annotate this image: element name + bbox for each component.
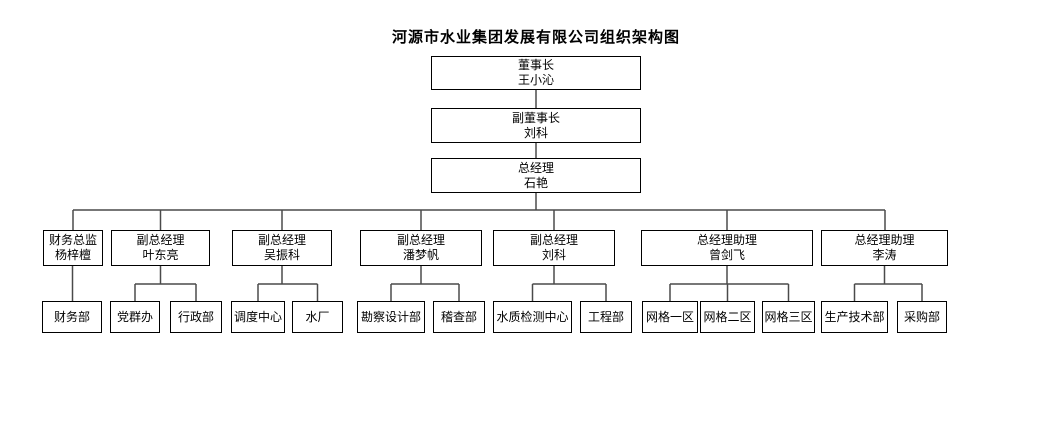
- org-node-admin-dept: 行政部: [170, 301, 222, 333]
- node-title: 财务总监: [48, 233, 97, 247]
- node-title: 副总经理: [257, 233, 306, 247]
- node-title: 副总经理: [529, 233, 578, 247]
- node-title: 网格二区: [703, 309, 752, 324]
- org-node-party-office: 党群办: [110, 301, 160, 333]
- org-node-deputy-gm-1: 副总经理 叶东亮: [111, 230, 210, 266]
- node-name: 吴振科: [263, 248, 300, 262]
- org-node-water-quality-center: 水质检测中心: [493, 301, 572, 333]
- org-node-deputy-gm-2: 副总经理 吴振科: [232, 230, 332, 266]
- org-node-production-tech-dept: 生产技术部: [821, 301, 888, 333]
- node-title: 调度中心: [233, 309, 282, 324]
- org-node-vice-chairman: 副董事长 刘科: [431, 108, 641, 143]
- node-title: 财务部: [53, 309, 90, 324]
- org-node-cfo: 财务总监 杨梓檀: [43, 230, 103, 266]
- org-node-grid-zone-1: 网格一区: [642, 301, 698, 333]
- node-name: 曾剑飞: [708, 248, 745, 262]
- node-name: 石艳: [523, 175, 548, 190]
- node-name: 杨梓檀: [54, 248, 91, 262]
- org-node-general-manager: 总经理 石艳: [431, 158, 641, 193]
- node-title: 董事长: [517, 58, 554, 72]
- org-node-engineering-dept: 工程部: [580, 301, 632, 333]
- org-node-water-plant: 水厂: [292, 301, 343, 333]
- node-title: 网格一区: [645, 309, 694, 324]
- org-node-finance-dept: 财务部: [42, 301, 102, 333]
- node-title: 勘察设计部: [360, 309, 421, 324]
- node-title: 稽查部: [440, 309, 477, 324]
- org-node-deputy-gm-3: 副总经理 潘梦帆: [360, 230, 482, 266]
- org-node-inspection-dept: 稽查部: [433, 301, 485, 333]
- node-title: 总经理助理: [696, 233, 757, 247]
- org-node-deputy-gm-4: 副总经理 刘科: [493, 230, 615, 266]
- node-title: 总经理助理: [854, 233, 915, 247]
- node-title: 水质检测中心: [496, 309, 569, 324]
- node-name: 李涛: [872, 248, 897, 262]
- org-node-procurement-dept: 采购部: [897, 301, 947, 333]
- node-title: 采购部: [903, 309, 940, 324]
- org-node-grid-zone-3: 网格三区: [762, 301, 815, 333]
- node-name: 刘科: [523, 125, 548, 140]
- node-title: 网格三区: [764, 309, 813, 324]
- org-node-survey-design-dept: 勘察设计部: [357, 301, 425, 333]
- node-name: 叶东亮: [142, 248, 179, 262]
- org-node-chairman: 董事长 王小沁: [431, 56, 641, 90]
- org-node-dispatch-center: 调度中心: [231, 301, 285, 333]
- chart-title: 河源市水业集团发展有限公司组织架构图: [391, 28, 680, 46]
- node-title: 总经理: [517, 160, 554, 175]
- node-title: 生产技术部: [824, 309, 885, 324]
- node-title: 党群办: [116, 309, 153, 324]
- node-name: 潘梦帆: [402, 248, 439, 262]
- org-node-grid-zone-2: 网格二区: [700, 301, 755, 333]
- node-title: 副董事长: [511, 110, 560, 125]
- org-node-gm-assistant-2: 总经理助理 李涛: [821, 230, 948, 266]
- node-title: 水厂: [305, 309, 330, 324]
- node-name: 王小沁: [517, 73, 554, 87]
- org-node-gm-assistant-1: 总经理助理 曾剑飞: [641, 230, 813, 266]
- node-title: 副总经理: [396, 233, 445, 247]
- node-title: 工程部: [587, 309, 624, 324]
- node-title: 行政部: [177, 309, 214, 324]
- node-title: 副总经理: [136, 233, 185, 247]
- node-name: 刘科: [541, 248, 566, 262]
